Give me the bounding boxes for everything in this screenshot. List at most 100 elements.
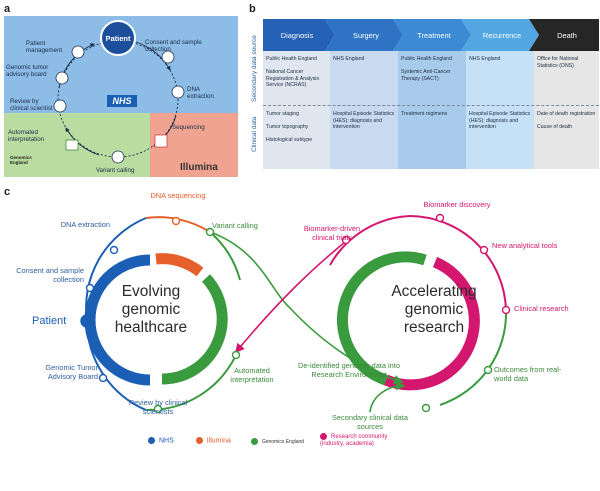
right-inner-research-arc [383, 256, 480, 391]
surgery-clinical: Hospital Episode Statistics (HES): diagn… [333, 111, 395, 130]
treatment-column [398, 51, 466, 169]
journey-table: Diagnosis Surgery Treatment Recurrence D… [263, 19, 599, 169]
variant-to-research-arrow [209, 231, 404, 385]
automated-label-c: Automated interpretation [230, 366, 274, 384]
scientist-icon [53, 99, 67, 113]
biomarker-discovery-label: Biomarker discovery [423, 200, 491, 209]
variant-calling-label: Variant calling [96, 167, 135, 174]
diagnosis-clinical: Tumor staging Tumor topography Histologi… [266, 111, 313, 143]
patient-node-c [80, 314, 94, 328]
death-column [534, 51, 599, 169]
sequencer-icon [154, 134, 168, 148]
nhs-logo: NHS [107, 95, 137, 107]
stage-surgery: Surgery [353, 30, 379, 40]
panel-a-letter: a [4, 3, 11, 15]
deidentified-data-label: De-identified genomic data into Research… [298, 361, 400, 379]
panel-a-cycle [53, 40, 185, 164]
variant-calling-label-c: Variant calling [212, 221, 258, 230]
treatment-source: Public Health England Systemic Anti-Canc… [401, 56, 453, 82]
recurrence-column [466, 51, 534, 169]
nhs-dot-icon [148, 437, 155, 445]
outcomes-label: Outcomes from real-world data [494, 365, 562, 383]
surgery-source: NHS England [333, 56, 365, 62]
legend-nhs-label: NHS [159, 437, 174, 445]
biomarker-trials-label: Biomarker-driven clinical trials [303, 224, 361, 242]
research-to-interpretation-arrow [234, 237, 351, 354]
diagnosis-column [263, 51, 330, 169]
illumina-logo: Illumina [180, 162, 218, 173]
panel-b-letter: b [249, 3, 256, 15]
automated-node [231, 350, 241, 360]
stage-chevrons [263, 19, 599, 51]
management-icon [71, 45, 85, 59]
left-inner-genomics-arc [161, 274, 228, 385]
surgery-column [330, 51, 398, 169]
review-label-c: Review by clinical scientists [128, 398, 188, 416]
dna-sequencing-label: DNA sequencing [150, 191, 206, 200]
secondary-sources-label: Secondary clinical data sources [331, 413, 408, 431]
secondary-source-label: Secondary data source [251, 35, 258, 102]
right-ring-research-segment [409, 215, 507, 311]
patient-label-c: Patient [32, 315, 67, 327]
legend: NHS Illumina Genomics England Research c… [148, 433, 452, 448]
variant-calling-node [205, 227, 215, 237]
consent-label: Consent and sample collection [145, 39, 202, 53]
legend-research-label: Research community (industry, academia) [320, 434, 388, 448]
dna-icon [171, 85, 185, 99]
review-label: Review by clinical scientist [10, 98, 53, 112]
row-divider [263, 105, 599, 106]
new-tools-node [479, 245, 489, 255]
legend-genomics: Genomics England [250, 437, 305, 445]
tumor-board-label: Genomic tumor advisory board [6, 64, 49, 78]
treatment-clinical: Treatment regimens [401, 111, 448, 117]
legend-research: Research community (industry, academia) [320, 433, 410, 448]
recurrence-clinical: Hospital Episode Statistics (HES): diagn… [469, 111, 531, 130]
clinical-research-node [501, 305, 511, 315]
consent-icon [161, 50, 175, 64]
consent-node [85, 283, 95, 293]
death-source: Office for National Statistics (ONS) [537, 56, 579, 69]
legend-genomics-label: Genomics England [261, 438, 305, 445]
dna-sequencing-node [171, 216, 181, 226]
dna-extraction-label: DNA extraction [187, 86, 214, 100]
legend-illumina-label: Illumina [206, 437, 231, 445]
variant-icon [111, 150, 125, 164]
panel-c-letter: c [4, 186, 11, 198]
dna-extraction-node [109, 245, 119, 255]
stage-treatment: Treatment [417, 30, 451, 40]
outcomes-node [483, 365, 493, 375]
clinical-research-label: Clinical research [514, 304, 569, 313]
stage-death: Death [557, 30, 577, 40]
review-node [153, 404, 163, 414]
research-env-node [421, 403, 431, 413]
recurrence-source: NHS England [469, 56, 501, 62]
stage-recurrence: Recurrence [482, 30, 522, 40]
genomics-england-logo: Genomics England [10, 155, 32, 165]
consent-label-c: Consent and sample collection [16, 266, 84, 284]
patient-node: Patient [100, 20, 136, 56]
biomarker-trials-node [341, 235, 351, 245]
diagnosis-source: Public Health England National Cancer Re… [266, 56, 320, 88]
sequencing-label: Sequencing [172, 124, 205, 131]
legend-illumina: Illumina [195, 437, 231, 445]
tumor-board-node [98, 373, 108, 383]
monitor-icon [65, 139, 79, 151]
board-icon [55, 71, 69, 85]
stage-diagnosis: Diagnosis [280, 30, 314, 40]
left-loop-title: Evolving genomic healthcare [114, 283, 188, 336]
panel-c-infinity-diagram [80, 213, 511, 414]
automated-interpretation-label: Automated interpretation [8, 129, 45, 143]
illumina-dot-icon [195, 437, 203, 445]
death-clinical: Date of death registration Cause of deat… [537, 111, 596, 130]
new-tools-label: New analytical tools [492, 241, 558, 250]
biomarker-discovery-node [435, 213, 445, 223]
patient-management-label: Patient management [26, 40, 63, 54]
panel-a-workflow: Patient Consent and sample collection DN… [4, 16, 238, 177]
legend-nhs: NHS [148, 437, 174, 444]
secondary-data-arrow [369, 380, 406, 413]
research-dot-icon [320, 433, 328, 440]
clinical-data-label: Clinical data [251, 116, 258, 152]
right-loop-title: Accelerating genomic research [391, 283, 477, 336]
dna-extraction-label-c: DNA extraction [60, 220, 110, 229]
left-inner-illumina-arc [155, 253, 204, 277]
